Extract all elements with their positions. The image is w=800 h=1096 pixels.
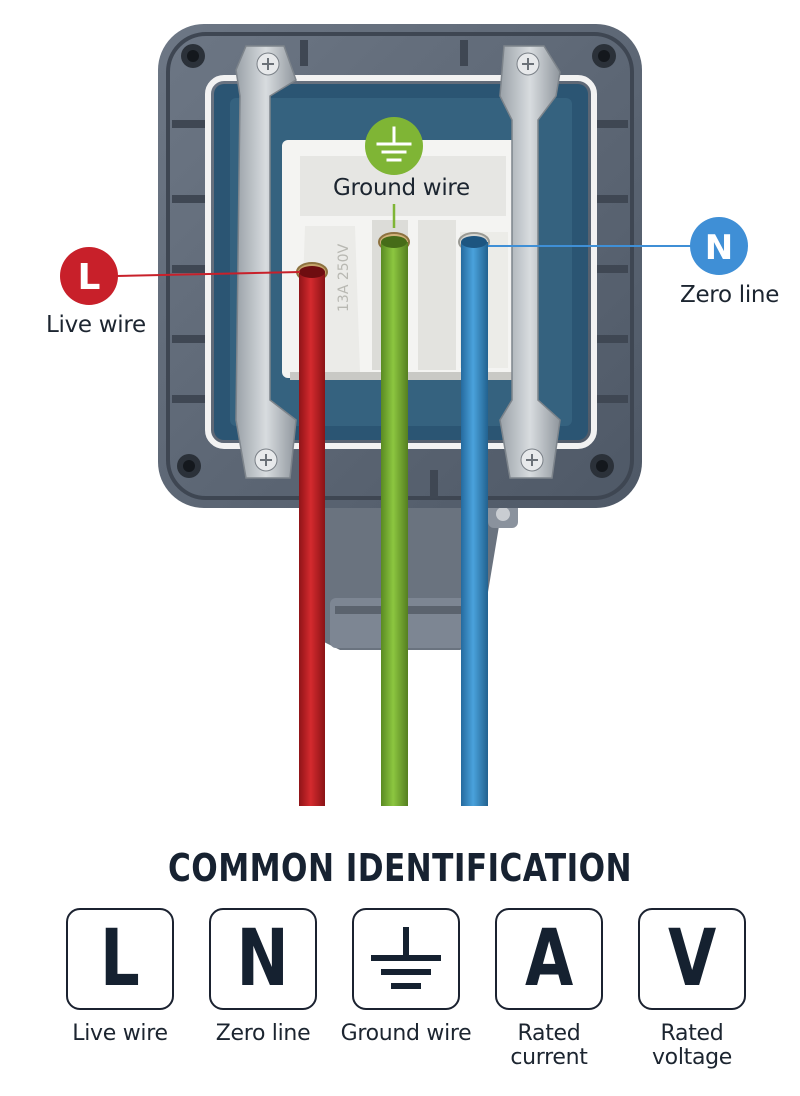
ground-wire-label: Ground wire [333, 175, 470, 201]
id-card-live: L [66, 908, 174, 1010]
live-wire-label: Live wire [46, 312, 146, 338]
socket-illustration: 13A 250V L N [60, 24, 748, 806]
neutral-badge: N [690, 217, 748, 275]
neutral-badge-letter: N [705, 228, 733, 268]
id-caption-current: Rated current [474, 1022, 624, 1070]
id-card-neutral: N [209, 908, 317, 1010]
id-caption-current-line1: Rated [517, 1021, 581, 1046]
id-caption-current-line2: current [510, 1045, 588, 1070]
id-card-ground [352, 908, 460, 1010]
live-wire [299, 272, 325, 806]
ground-icon [371, 927, 441, 989]
live-badge-letter: L [78, 257, 101, 298]
id-caption-live: Live wire [72, 1021, 168, 1046]
metal-bracket-right [499, 45, 561, 479]
live-badge: L [60, 247, 118, 305]
id-symbol-neutral: N [236, 914, 290, 1004]
id-caption-ground: Ground wire [340, 1021, 472, 1046]
id-symbol-current: A [524, 914, 574, 1004]
zero-line-label: Zero line [680, 282, 780, 308]
metal-bracket-left [235, 45, 297, 479]
id-caption-voltage: Rated voltage [617, 1022, 767, 1070]
neutral-wire [461, 242, 488, 806]
id-caption-voltage-line1: Rated [660, 1021, 724, 1046]
id-caption-neutral: Zero line [215, 1021, 311, 1046]
ground-wire [381, 242, 408, 806]
id-symbol-live: L [100, 914, 140, 1004]
rating-text: 13A 250V [336, 243, 352, 312]
ground-badge [365, 117, 423, 175]
id-caption-voltage-line2: voltage [651, 1045, 733, 1070]
corner-holes [177, 44, 616, 478]
identification-title: COMMON IDENTIFICATION [168, 846, 632, 890]
id-card-current: A [495, 908, 603, 1010]
ground-icon [376, 126, 412, 162]
id-symbol-voltage: V [667, 914, 717, 1004]
live-leader-line [115, 271, 301, 277]
id-card-voltage: V [638, 908, 746, 1010]
